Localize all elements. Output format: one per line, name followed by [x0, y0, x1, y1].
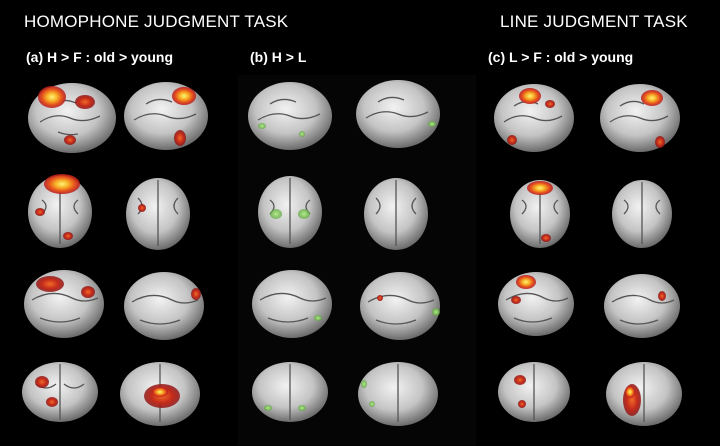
brain-b-sagittal-1: [248, 82, 332, 150]
panel-c-label: (c) L > F : old > young: [488, 49, 634, 65]
brain-a-coronal-1: [28, 174, 92, 248]
brain-c-sagittal-2: [600, 84, 680, 152]
brain-a-axial-1: [22, 362, 98, 422]
brain-c-coronal-1: [510, 180, 570, 248]
brain-c-sagittal-1: [494, 84, 574, 152]
brain-a-lateral-2: [124, 272, 204, 340]
brain-c-axial-1: [498, 362, 570, 422]
brain-a-axial-2: [120, 362, 200, 426]
brain-c-coronal-2: [612, 180, 672, 248]
brain-c-axial-2: [606, 362, 682, 426]
brain-c-lateral-2: [604, 274, 680, 338]
line-task-title: LINE JUDGMENT TASK: [500, 12, 688, 31]
homophone-task-title: HOMOPHONE JUDGMENT TASK: [24, 12, 289, 31]
brain-c-lateral-1: [498, 272, 574, 336]
panel-a-label: (a) H > F : old > young: [26, 49, 173, 65]
brain-a-sagittal-2: [124, 82, 208, 150]
brain-b-lateral-2: [360, 272, 440, 340]
brain-b-coronal-2: [364, 178, 428, 250]
brain-b-sagittal-2: [356, 80, 440, 148]
brain-a-lateral-1: [24, 270, 104, 338]
brain-b-axial-1: [252, 362, 328, 422]
panel-b-label: (b) H > L: [250, 49, 307, 65]
brain-b-coronal-1: [258, 176, 322, 248]
brain-b-lateral-1: [252, 270, 332, 338]
brain-a-sagittal-1: [28, 83, 116, 153]
brain-b-axial-2: [358, 362, 438, 426]
brain-a-coronal-2: [126, 178, 190, 250]
